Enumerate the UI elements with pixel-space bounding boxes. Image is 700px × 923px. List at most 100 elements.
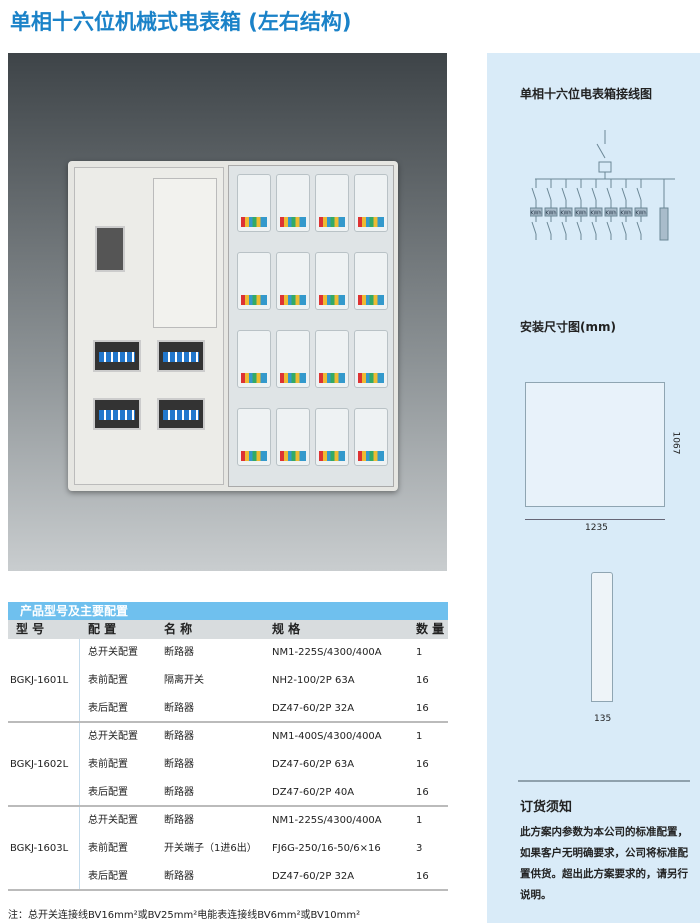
table-cell: 隔离开关 xyxy=(164,675,204,686)
divider xyxy=(518,780,690,782)
meter-slot xyxy=(276,330,310,388)
header-config: 配 置 xyxy=(88,622,117,636)
meter-slot xyxy=(315,252,349,310)
table-cell: 开关端子（1进6出） xyxy=(164,843,257,854)
table-row: 表前配置 断路器 DZ47-60/2P 63A 16 xyxy=(80,751,448,779)
meter-slot xyxy=(276,174,310,232)
side-dimension-drawing xyxy=(591,572,613,702)
window-panel xyxy=(153,178,217,328)
table-cell: 3 xyxy=(416,843,423,854)
meter-label: KWh xyxy=(575,211,586,217)
breaker-group xyxy=(157,398,205,430)
meter-slot xyxy=(354,252,388,310)
table-row: 总开关配置 断路器 NM1-225S/4300/400A 1 xyxy=(80,639,448,667)
table-cell: 表前配置 xyxy=(88,675,128,686)
table-cell: 16 xyxy=(416,759,429,770)
table-row: 表后配置 断路器 DZ47-60/2P 32A 16 xyxy=(80,695,448,723)
table-cell: 总开关配置 xyxy=(88,815,138,826)
wiring-diagram-title: 单相十六位电表箱接线图 xyxy=(520,87,653,101)
depth-dimension: 135 xyxy=(594,714,612,724)
header-spec: 规 格 xyxy=(272,622,301,636)
meter-slot xyxy=(315,330,349,388)
table-row: 表前配置 隔离开关 NH2-100/2P 63A 16 xyxy=(80,667,448,695)
table-cell: DZ47-60/2P 40A xyxy=(272,787,355,798)
table-cell: NM1-225S/4300/400A xyxy=(272,647,382,658)
meter-label: KWh xyxy=(590,211,601,217)
header-model: 型 号 xyxy=(16,622,45,636)
width-dimension: 1235 xyxy=(585,523,608,533)
page-title: 单相十六位机械式电表箱 (左右结构) xyxy=(10,10,352,34)
model-cell: BGKJ-1602L xyxy=(8,723,80,805)
table-section-title: 产品型号及主要配置 xyxy=(8,602,448,620)
meter-slot xyxy=(354,330,388,388)
table-cell: 断路器 xyxy=(164,759,194,770)
table-row: 表后配置 断路器 DZ47-60/2P 32A 16 xyxy=(80,863,448,891)
header-qty: 数 量 xyxy=(416,622,445,636)
table-cell: 1 xyxy=(416,647,423,658)
table-cell: DZ47-60/2P 63A xyxy=(272,759,355,770)
table-cell: 表后配置 xyxy=(88,871,128,882)
product-photo xyxy=(8,53,447,571)
table-row: 表前配置 开关端子（1进6出） FJ6G-250/16-50/6×16 3 xyxy=(80,835,448,863)
table-cell: 16 xyxy=(416,703,429,714)
aux-terminal xyxy=(659,207,669,241)
meter-label: KWh xyxy=(560,211,571,217)
meter-slot xyxy=(354,408,388,466)
main-switch xyxy=(95,226,125,272)
meter-label: KWh xyxy=(620,211,631,217)
table-cell: 16 xyxy=(416,675,429,686)
table-cell: 表后配置 xyxy=(88,703,128,714)
breaker-group xyxy=(93,340,141,372)
table-cell: 断路器 xyxy=(164,703,194,714)
table-cell: DZ47-60/2P 32A xyxy=(272,871,355,882)
table-cell: 表后配置 xyxy=(88,787,128,798)
meter-slot xyxy=(276,408,310,466)
table-cell: 1 xyxy=(416,731,423,742)
meter-window-door xyxy=(228,165,394,487)
table-cell: 总开关配置 xyxy=(88,647,138,658)
meter-label: KWh xyxy=(530,211,541,217)
dimension-title: 安装尺寸图(mm) xyxy=(520,320,616,334)
breaker-group xyxy=(93,398,141,430)
table-cell: 断路器 xyxy=(164,647,194,658)
order-notice-title: 订货须知 xyxy=(520,800,573,815)
table-cell: 16 xyxy=(416,871,429,882)
table-cell: DZ47-60/2P 32A xyxy=(272,703,355,714)
meter-label: KWh xyxy=(635,211,646,217)
table-cell: 表前配置 xyxy=(88,759,128,770)
table-cell: 表前配置 xyxy=(88,843,128,854)
table-header: 型 号 配 置 名 称 规 格 数 量 xyxy=(8,620,448,639)
table-cell: NM1-225S/4300/400A xyxy=(272,815,382,826)
table-cell: 断路器 xyxy=(164,871,194,882)
table-note: 注：总开关连接线BV16mm²或BV25mm²电能表连接线BV6mm²或BV10… xyxy=(8,910,361,921)
meter-slot xyxy=(276,252,310,310)
table-cell: 16 xyxy=(416,787,429,798)
width-dimension-line xyxy=(525,519,665,520)
front-dimension-drawing xyxy=(525,382,665,507)
meter-slot xyxy=(315,408,349,466)
table-cell: NH2-100/2P 63A xyxy=(272,675,355,686)
meter-label: KWh xyxy=(545,211,556,217)
table-cell: 总开关配置 xyxy=(88,731,138,742)
left-compartment xyxy=(74,167,224,485)
model-cell: BGKJ-1601L xyxy=(8,639,80,721)
model-cell: BGKJ-1603L xyxy=(8,807,80,889)
table-cell: 断路器 xyxy=(164,815,194,826)
table-cell: 断路器 xyxy=(164,731,194,742)
meter-slot xyxy=(315,174,349,232)
meter-slot xyxy=(354,174,388,232)
meter-cabinet xyxy=(68,161,398,491)
table-cell: NM1-400S/4300/400A xyxy=(272,731,382,742)
config-table: 产品型号及主要配置 型 号 配 置 名 称 规 格 数 量 BGKJ-1601L… xyxy=(8,602,448,891)
breaker-group xyxy=(157,340,205,372)
table-cell: FJ6G-250/16-50/6×16 xyxy=(272,843,381,854)
meter-slot xyxy=(237,330,271,388)
header-name: 名 称 xyxy=(164,622,193,636)
table-row: 总开关配置 断路器 NM1-400S/4300/400A 1 xyxy=(80,723,448,751)
